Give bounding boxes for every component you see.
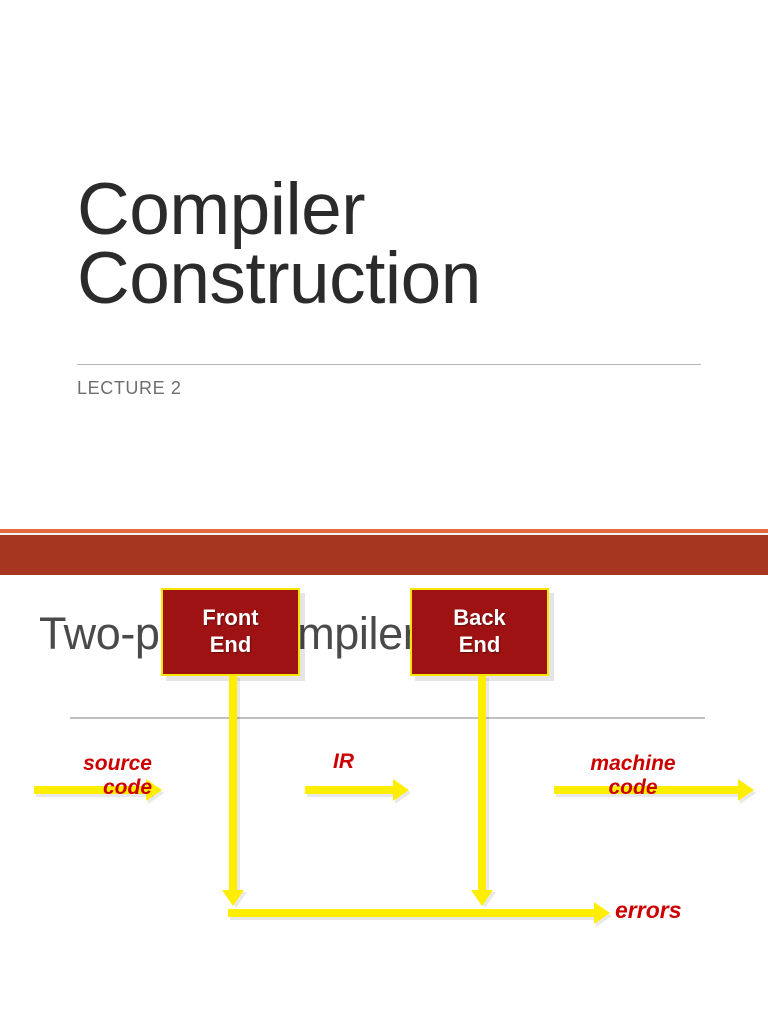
content-divider — [70, 717, 705, 719]
label-source-code: source code — [83, 752, 152, 799]
arrow-frontend-errors-head — [222, 890, 244, 906]
label-errors: errors — [615, 897, 682, 923]
accent-band — [0, 535, 768, 575]
back-end-box[interactable]: Back End — [410, 588, 549, 676]
label-machine-code: machine code — [590, 752, 676, 799]
arrow-machine-code-shaft — [554, 786, 740, 794]
accent-band-gap — [0, 533, 768, 535]
front-end-box-line2: End — [209, 632, 252, 657]
back-end-box-line1: Back — [453, 605, 506, 631]
arrow-machine-code-head — [738, 779, 754, 801]
front-end-box-line1: Front — [202, 605, 259, 631]
accent-band-highlight — [0, 529, 768, 533]
arrow-backend-errors-head — [471, 890, 493, 906]
front-end-box[interactable]: Front End — [161, 588, 300, 676]
arrow-source-to-frontend-shaft — [34, 786, 152, 794]
arrow-errors-head — [594, 902, 610, 924]
arrow-ir-shaft — [305, 786, 395, 794]
arrow-source-to-frontend-head — [146, 779, 162, 801]
label-ir: IR — [333, 750, 354, 773]
lecture-subtitle: LECTURE 2 — [77, 378, 182, 398]
back-end-box-line2: End — [458, 632, 501, 657]
title-block: Compiler Construction — [77, 169, 717, 320]
title-divider — [77, 364, 701, 365]
page-title: Compiler Construction — [77, 169, 481, 320]
arrow-errors-shaft — [228, 909, 596, 917]
arrow-frontend-errors-shaft — [229, 676, 237, 894]
arrow-ir-head — [393, 779, 409, 801]
arrow-backend-errors-shaft — [478, 676, 486, 894]
content-slide: Two-pass Compiler — [0, 575, 768, 1024]
title-slide: Compiler Construction LECTURE 2 — [77, 169, 717, 398]
